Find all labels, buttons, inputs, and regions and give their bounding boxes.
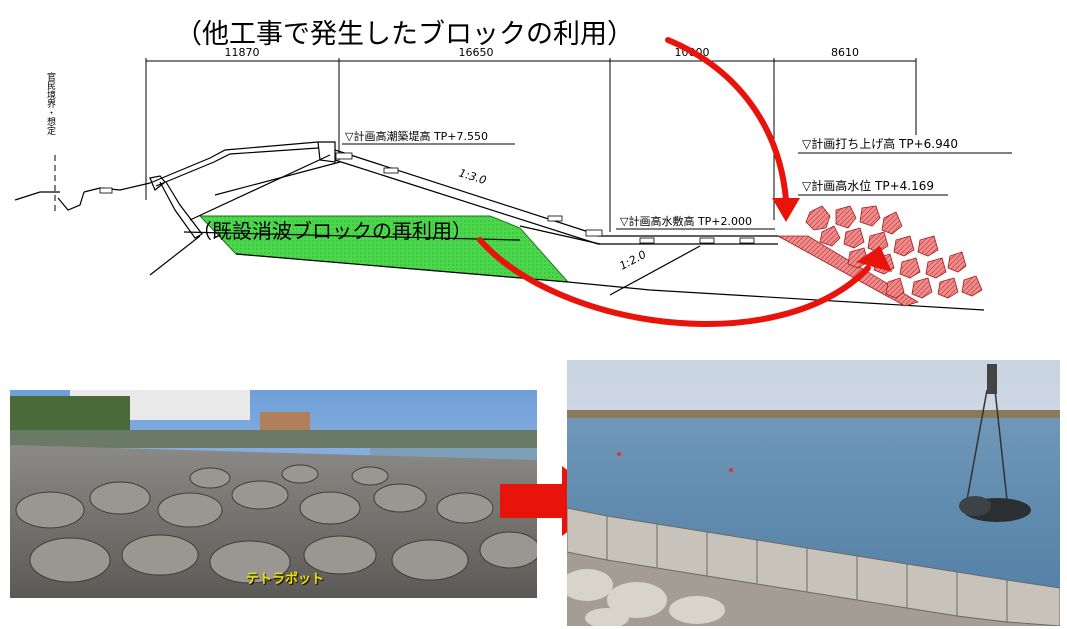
dimension-label: 11870 (225, 46, 260, 59)
arrowhead-bottom (856, 246, 892, 272)
dimension-lines (145, 58, 917, 232)
photo-block-placement-scene (567, 360, 1060, 626)
armor-blocks (99, 152, 755, 244)
red-arrows (477, 37, 871, 327)
figure-title: （他工事で発生したブロックの利用） (175, 19, 634, 50)
level-crest-label: ▽計画高潮築堤高 TP+7.550 (345, 129, 488, 143)
cross-section-diagram: 11870 16650 10000 8610 官民境界・想定 (14, 37, 1012, 327)
photo-tetrapods: テトラポット (10, 390, 537, 598)
photo-tetrapods-scene (10, 390, 537, 598)
dimension-label: 8610 (831, 46, 859, 59)
slope-label-lower: 1:2.0 (617, 248, 648, 273)
level-raise-label: ▽計画打ち上げ高 TP+6.940 (802, 136, 958, 151)
photo-block-placement (567, 360, 1060, 626)
reuse-label: （既設消波ブロックの再利用） (192, 219, 472, 243)
slope-label-upper: 1:3.0 (457, 166, 488, 187)
photo-left-label: テトラポット (246, 572, 325, 587)
reuse-block-area (198, 215, 570, 283)
tetrapod-block-pile (777, 205, 983, 307)
level-hwl-label: ▽計画高水位 TP+4.169 (802, 178, 934, 193)
dimension-label: 16650 (459, 46, 494, 59)
arrowhead-top (772, 198, 800, 222)
level-bed-label: ▽計画高水敷高 TP+2.000 (620, 214, 752, 228)
boundary-label: 官民境界・想定 (45, 71, 56, 136)
